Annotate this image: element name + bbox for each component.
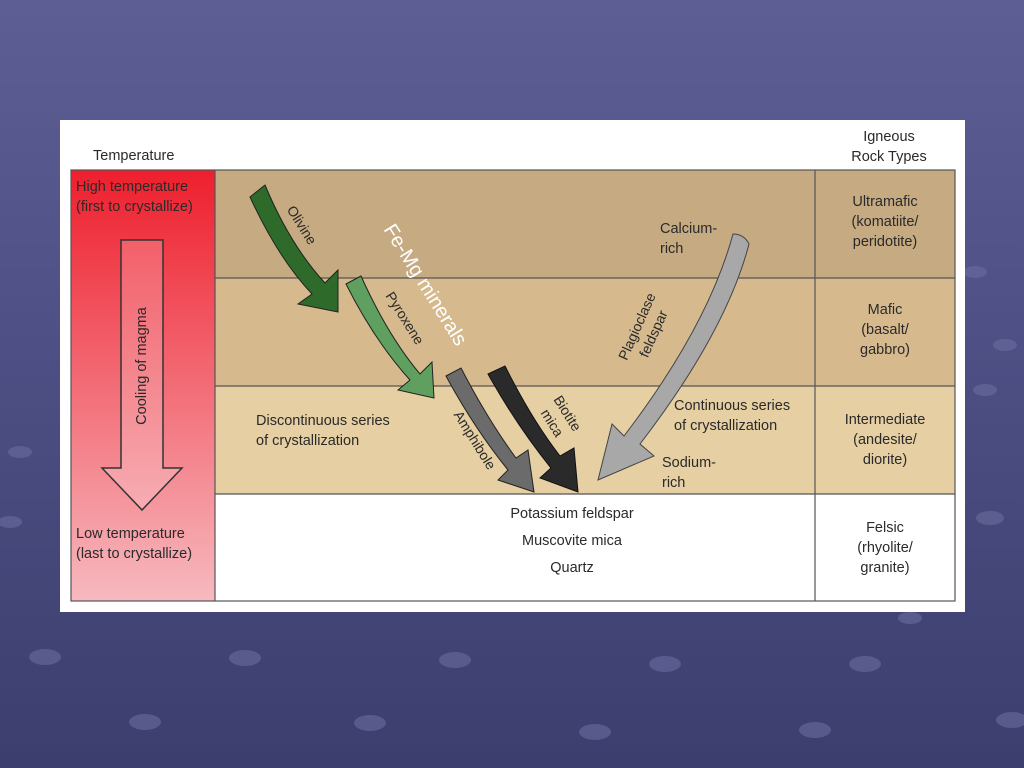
high-temperature-label: High temperature (first to crystallize) bbox=[76, 179, 193, 215]
amphibole-arrow-icon bbox=[445, 367, 535, 493]
final-mineral-3: Quartz bbox=[550, 560, 594, 576]
cooling-arrow-icon bbox=[100, 239, 184, 512]
temperature-gradient bbox=[71, 170, 215, 601]
final-mineral-1: Potassium feldspar bbox=[510, 506, 634, 522]
biotite-arrow-icon bbox=[487, 365, 579, 493]
band-ultramafic bbox=[215, 170, 815, 278]
rock-column-4 bbox=[815, 494, 955, 601]
olivine-arrow-icon bbox=[249, 184, 339, 313]
rock-column-1 bbox=[815, 170, 955, 278]
rock-type-intermediate: Intermediate (andesite/ diorite) bbox=[844, 412, 926, 468]
rock-column-3 bbox=[815, 386, 955, 494]
low-temperature-label: Low temperature (last to crystallize) bbox=[76, 526, 193, 562]
pyroxene-arrow-icon bbox=[345, 275, 435, 399]
rock-types-header: Igneous Rock Types bbox=[851, 129, 927, 165]
band-felsic bbox=[215, 494, 815, 601]
continuous-series-label: Continuous series of crystallization bbox=[674, 398, 791, 434]
sodium-rich-label: Sodium- rich bbox=[662, 455, 716, 491]
cooling-of-magma-label: Cooling of magma bbox=[134, 307, 150, 425]
rock-column-2 bbox=[815, 278, 955, 386]
rock-type-mafic: Mafic (basalt/ gabbro) bbox=[860, 302, 910, 358]
discontinuous-series-label: Discontinuous series of crystallization bbox=[256, 413, 390, 449]
rock-type-felsic: Felsic (rhyolite/ granite) bbox=[857, 520, 913, 576]
rock-type-ultramafic: Ultramafic (komatiite/ peridotite) bbox=[851, 194, 919, 250]
temperature-header: Temperature bbox=[93, 148, 175, 164]
calcium-rich-label: Calcium- rich bbox=[660, 221, 718, 257]
final-mineral-2: Muscovite mica bbox=[522, 533, 622, 549]
plagioclase-arrow-icon bbox=[597, 233, 750, 481]
